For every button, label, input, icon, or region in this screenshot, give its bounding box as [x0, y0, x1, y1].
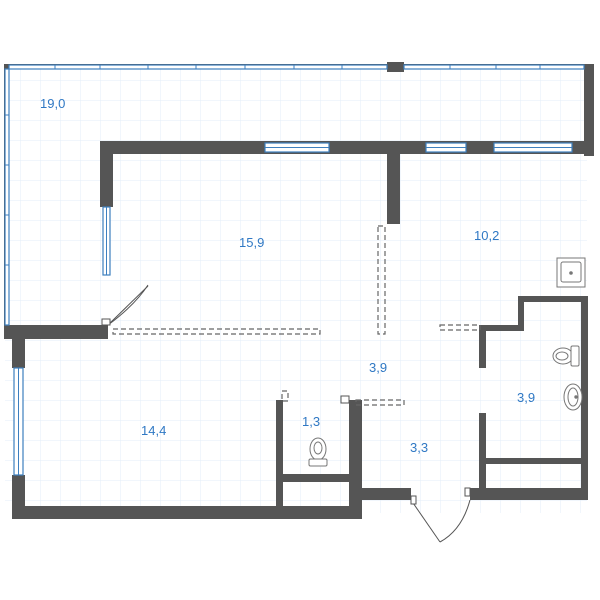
- door-entrance-leaf: [410, 495, 417, 505]
- balcony-column: [387, 62, 404, 72]
- room-labels: 19,0 15,9 10,2 14,4 3,9 3,9 1,3 3,3: [40, 96, 535, 455]
- door-room2-leaf: [107, 285, 149, 326]
- room-area-room2: 14,4: [141, 423, 166, 438]
- sink-icon: [563, 383, 583, 411]
- door-icon: [107, 284, 471, 543]
- wall-bottom: [12, 506, 362, 519]
- balcony-glazing-left: [4, 68, 10, 326]
- wall-right-exterior: [584, 64, 594, 156]
- dashed-partitions: [112, 225, 481, 406]
- wall-partition-kitchen: [387, 141, 400, 224]
- grid-background: [5, 65, 587, 513]
- wall-bath-upper-left: [479, 325, 486, 368]
- room-area-wc: 1,3: [302, 414, 320, 429]
- door-frames: [101, 318, 350, 404]
- wall-balcony-room2: [4, 325, 108, 339]
- door-entrance-arc: [439, 499, 471, 543]
- wall-bath-top2: [518, 296, 588, 302]
- balcony-glazing-top: [8, 64, 388, 70]
- dashed-entrance-top: [355, 399, 405, 406]
- room-area-kitchen: 10,2: [474, 228, 499, 243]
- wall-room2-left: [12, 325, 25, 368]
- walls: [4, 62, 594, 519]
- balcony-glazing-top-right: [403, 64, 585, 70]
- door-entrance-swing: [410, 499, 441, 543]
- room-area-room1: 15,9: [239, 235, 264, 250]
- dashed-room1-bottom: [112, 328, 321, 335]
- wall-top-rooms: [100, 141, 590, 154]
- toilet-icon: [552, 345, 580, 367]
- wall-entrance-left: [349, 400, 362, 519]
- room-area-hall: 3,9: [369, 360, 387, 375]
- wall-bath-left: [479, 413, 486, 488]
- wall-bath-shelf: [479, 458, 587, 464]
- stove-icon: [556, 257, 586, 288]
- door-entrance-leaf2: [464, 487, 471, 497]
- room-area-entrance: 3,3: [410, 440, 428, 455]
- dashed-hall-kitchen: [439, 324, 481, 331]
- wall-bath-niche: [518, 296, 524, 331]
- wall-wc-left: [276, 400, 283, 506]
- window-mullions: [5, 65, 572, 475]
- wall-bath-top: [479, 325, 524, 331]
- wall-entrance-bottom-right: [470, 488, 588, 500]
- room-area-bath: 3,9: [517, 390, 535, 405]
- dashed-kitchen-divider: [377, 225, 386, 335]
- wall-room1-left: [100, 141, 113, 207]
- dashed-wc-top: [281, 390, 289, 402]
- wall-entrance-bottom-left: [349, 488, 411, 500]
- toilet-icon: [308, 437, 328, 467]
- wall-wc-bottom: [276, 474, 349, 482]
- wall-bath-right: [581, 296, 588, 496]
- room-area-balcony: 19,0: [40, 96, 65, 111]
